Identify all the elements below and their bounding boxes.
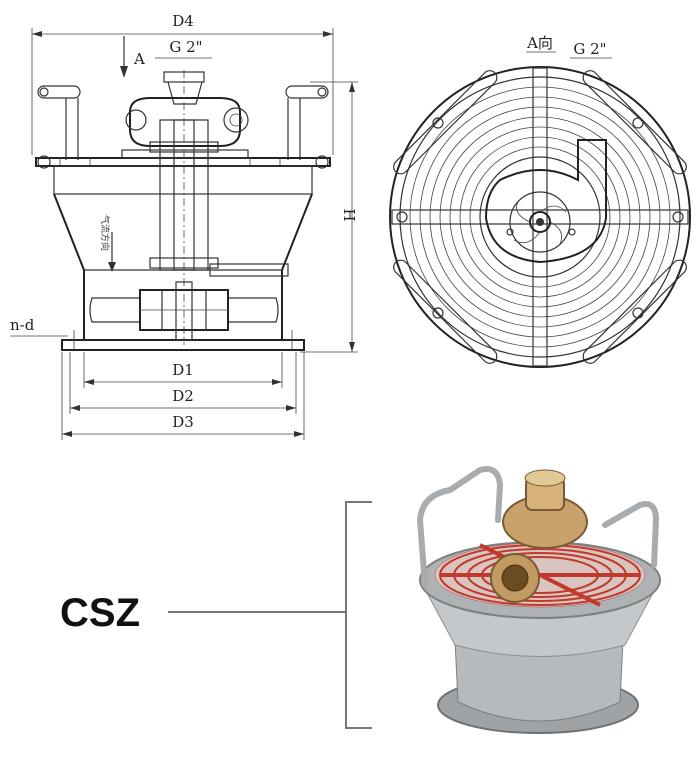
outer-ring [389,66,691,368]
volute-port-right [223,107,249,133]
d2-label: D2 [172,387,194,405]
ring-3 [419,96,661,338]
d3-arrow-left [62,431,72,437]
callout-bracket [345,501,372,729]
motor-flange [121,149,249,159]
impeller-ring [509,191,571,253]
top-flange [35,157,331,167]
ring-5 [439,116,641,318]
ring-8 [469,146,611,288]
top-view-drawing: A向 G 2" [389,34,691,368]
volute-bolt-left [506,228,514,236]
handle-left-bolt [39,87,49,97]
d2-arrow-left [70,405,80,411]
impeller-blade-right [227,297,279,323]
handle-bottom-right [582,259,687,364]
h-arrow-top [349,82,355,92]
nd-label: n-d [10,316,35,334]
bolt-nw [432,117,444,129]
h-arrow-bottom [349,342,355,352]
d1-arrow-left [84,379,94,385]
bolt-east [672,211,684,223]
photo-outlet-bore [501,564,529,592]
side-view-drawing: D4 A G 2" H [10,12,358,440]
shaft-end [175,281,193,341]
inlet-throat [167,81,203,105]
volute-bolt-right [568,228,576,236]
a-arrow-head [120,66,128,78]
ring-4 [429,106,651,328]
impeller-center [536,218,544,226]
airflow-arrow-head [108,262,116,272]
photo-handle-left [416,466,504,588]
g2-label: G 2" [169,38,202,56]
d4-arrow-right [323,31,333,37]
bolt-sw [432,307,444,319]
top-g2-label: G 2" [573,40,606,58]
a-view-label: A向 [526,34,553,52]
d4-label: D4 [172,12,194,30]
ring-6 [449,126,631,308]
coil-bar-d [479,543,601,607]
impeller-blade-left [89,297,141,323]
model-callout [168,501,372,729]
bolt-west [396,211,408,223]
handle-top-left [393,70,498,175]
handle-top-right [582,70,687,175]
bolt-ne [632,117,644,129]
top-volute [484,139,607,264]
handle-left-top [37,85,81,99]
bolt-se [632,307,644,319]
photo-inlet-top [524,469,566,487]
d1-label: D1 [172,361,194,379]
product-photo [416,466,661,734]
pump-volute [129,97,241,147]
photo-handle-right [602,501,660,568]
ring-2 [409,86,671,348]
a-label: A [133,50,145,68]
ring-1 [399,76,681,358]
handle-bottom-left [393,259,498,364]
flange-bolt-left [37,155,51,169]
volute-port-right-inner [229,113,243,127]
d3-label: D3 [172,413,194,431]
airflow-direction-note: 气流方向 [99,215,111,251]
d1-arrow-right [272,379,282,385]
volute-port-left [125,109,147,131]
d4-arrow-left [32,31,42,37]
h-label: H [340,208,358,221]
model-label: CSZ [60,591,140,635]
handle-right-bolt [317,87,327,97]
photo-lower-shell [454,639,624,722]
bearing-upper [149,141,219,153]
impeller-vanes [513,201,567,245]
base-plate [61,339,305,351]
handle-right-top [285,85,329,99]
bearing-lower [149,257,219,269]
d2-arrow-right [286,405,296,411]
ring-9 [479,156,601,278]
upper-shell [53,165,313,195]
ring-7 [459,136,621,298]
d3-arrow-right [294,431,304,437]
cross-bar-vertical [532,67,548,367]
cone-shell [53,193,313,340]
drive-arm [209,263,289,277]
flange-bolt-right [315,155,329,169]
